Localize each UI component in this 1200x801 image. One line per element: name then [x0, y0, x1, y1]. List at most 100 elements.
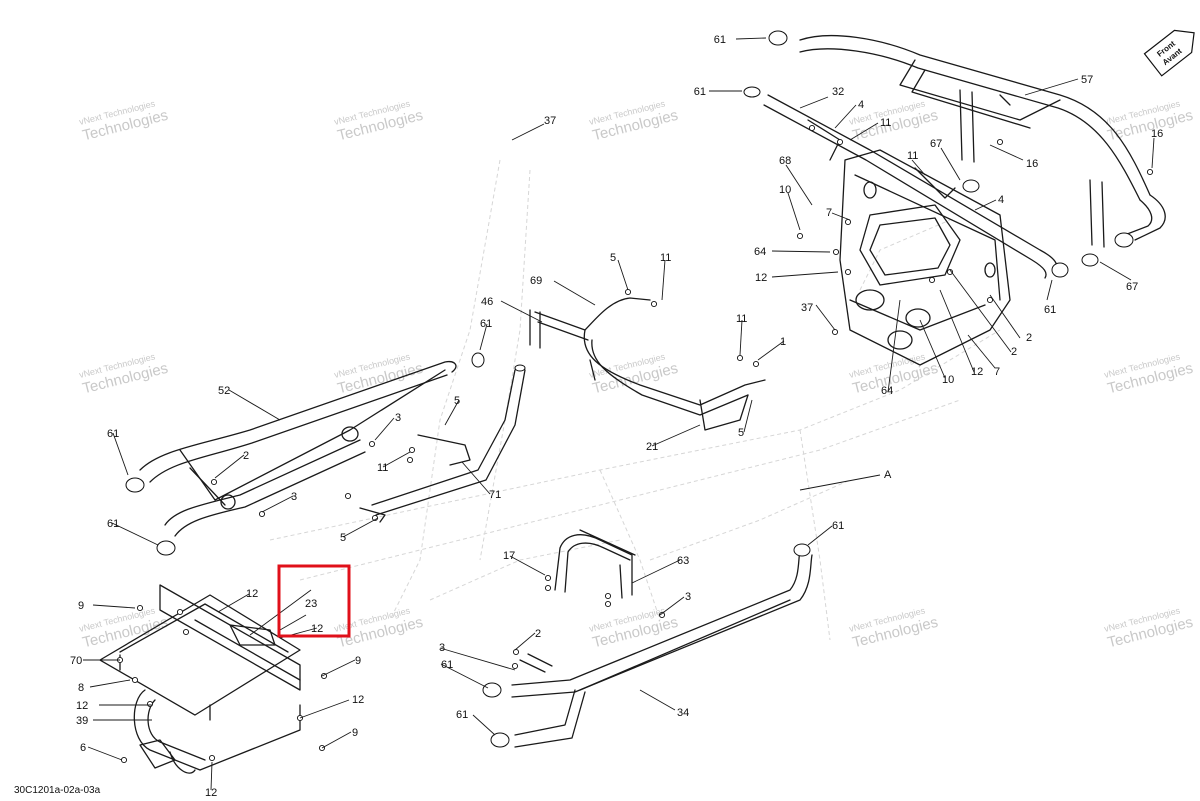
fastener — [544, 584, 552, 592]
fastener — [658, 611, 666, 619]
fastener — [136, 604, 144, 612]
fastener — [650, 300, 658, 308]
fastener — [210, 478, 218, 486]
rear-arm-52 — [125, 352, 485, 556]
fasteners — [116, 124, 1154, 764]
callout-label: 3 — [291, 491, 297, 503]
callout-label: 2 — [535, 628, 541, 640]
callout-label: 11 — [907, 150, 918, 162]
fastener — [736, 354, 744, 362]
fastener — [996, 138, 1004, 146]
callout-label: 5 — [340, 532, 346, 544]
callout-label: 61 — [714, 34, 726, 46]
callout-label: 7 — [826, 207, 832, 219]
callout-label: 2 — [1011, 346, 1017, 358]
callout-label: 21 — [646, 441, 658, 453]
fastener — [928, 276, 936, 284]
callout-label: 17 — [503, 550, 515, 562]
callout-label: 2 — [1026, 332, 1032, 344]
drawing-reference-code: 30C1201a-02a-03a — [14, 785, 101, 796]
callout-label: 12 — [352, 694, 364, 706]
callout-label: 32 — [832, 86, 844, 98]
callout-label: 61 — [1044, 304, 1056, 316]
callout-label: 69 — [530, 275, 542, 287]
callout-label: 10 — [779, 184, 791, 196]
callout-label: 34 — [677, 707, 689, 719]
callout-labels: 61 61 32 4 57 16 11 37 67 16 68 11 10 4 … — [70, 34, 1163, 799]
callout-label: 5 — [738, 427, 744, 439]
callout-label: A — [884, 469, 892, 481]
callout-label: 70 — [70, 655, 82, 667]
fastener — [176, 608, 184, 616]
callout-label: 8 — [78, 682, 84, 694]
callout-label: 63 — [677, 555, 689, 567]
callout-label: 11 — [660, 252, 671, 264]
callout-label: 39 — [76, 715, 88, 727]
callout-label: 5 — [610, 252, 616, 264]
front-housing-bracket — [807, 119, 1011, 366]
fastener — [146, 700, 154, 708]
callout-label: 9 — [352, 727, 358, 739]
fastener — [208, 754, 216, 762]
callout-label: 9 — [355, 655, 361, 667]
callout-label: 7 — [994, 366, 1000, 378]
callout-label: 61 — [456, 709, 468, 721]
fastener — [831, 328, 839, 336]
fastener — [406, 456, 414, 464]
support-arm-71 — [359, 364, 526, 523]
fastener — [344, 492, 352, 500]
fastener — [604, 592, 612, 600]
callout-label: 3 — [685, 591, 691, 603]
callout-label: 61 — [107, 428, 119, 440]
callout-label: 61 — [107, 518, 119, 530]
fastener — [131, 676, 139, 684]
fastener — [511, 662, 519, 670]
fastener — [544, 574, 552, 582]
fastener — [1146, 168, 1154, 176]
fastener — [752, 360, 760, 368]
highlight-box — [277, 564, 351, 638]
callout-label: 11 — [377, 462, 388, 474]
saddle-bracket-63 — [554, 529, 636, 599]
callout-label: 9 — [78, 600, 84, 612]
callout-label: 61 — [694, 86, 706, 98]
fastener — [946, 268, 954, 276]
callout-label: 67 — [1126, 281, 1138, 293]
rear-hitch-assembly — [99, 584, 301, 774]
callout-label: 16 — [1151, 128, 1163, 140]
callout-label: 12 — [205, 787, 217, 799]
fastener — [258, 510, 266, 518]
callout-label: 68 — [779, 155, 791, 167]
callout-label: 4 — [998, 194, 1004, 206]
fastener — [368, 440, 376, 448]
phantom-assembly-lines — [269, 159, 1001, 641]
callout-label: 11 — [880, 117, 891, 129]
callout-label: 6 — [80, 742, 86, 754]
callout-label: 1 — [780, 336, 786, 348]
callout-label: 12 — [246, 588, 258, 600]
callout-label: 64 — [754, 246, 766, 258]
fastener — [836, 138, 844, 146]
callout-label: 64 — [881, 385, 893, 397]
callout-label: 52 — [218, 385, 230, 397]
callout-label: 3 — [395, 412, 401, 424]
front-direction-badge: Front Avant — [1143, 29, 1195, 77]
callout-label: 61 — [480, 318, 492, 330]
callout-label: 61 — [441, 659, 453, 671]
fastener — [986, 296, 994, 304]
fastener — [844, 268, 852, 276]
fastener — [624, 288, 632, 296]
fastener — [120, 756, 128, 764]
callout-label: 2 — [243, 450, 249, 462]
fastener — [808, 124, 816, 132]
